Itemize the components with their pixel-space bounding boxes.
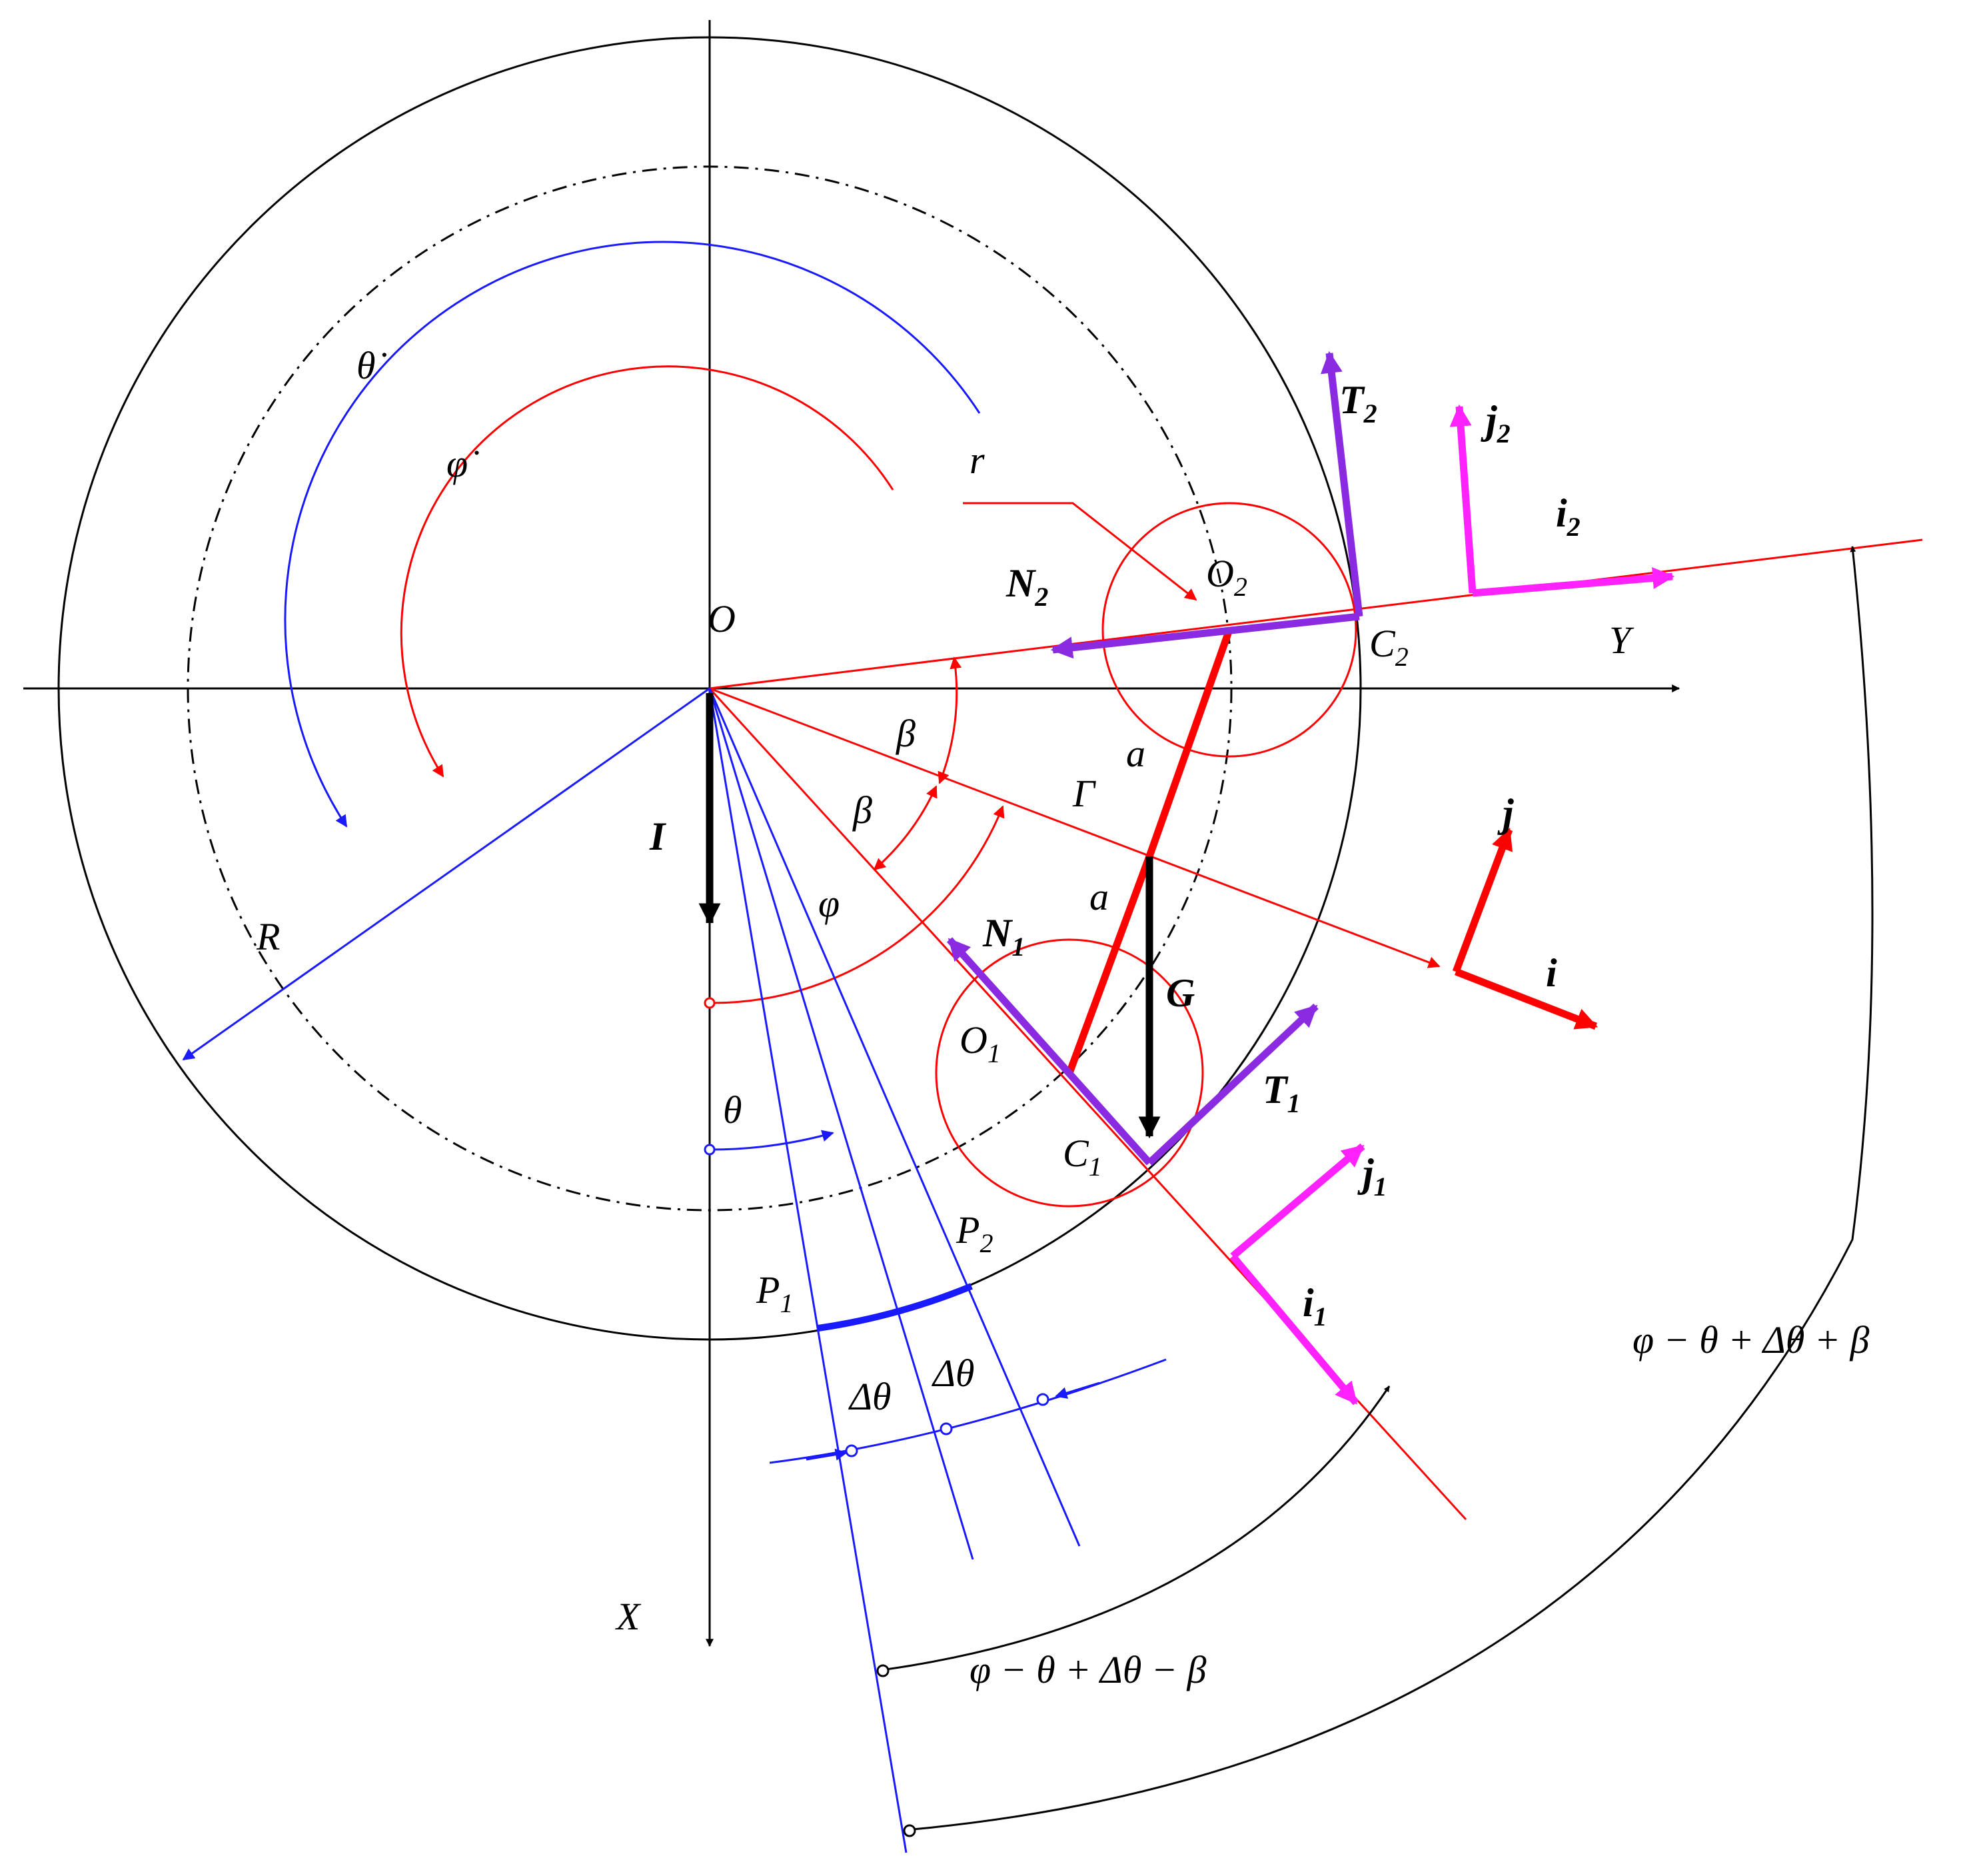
vector-i1 (1229, 1254, 1359, 1406)
vector-N1 (946, 937, 1153, 1166)
label-i2: i2 (1556, 491, 1581, 542)
delta-theta-arrow-1 (806, 1448, 848, 1461)
label-P2: P2 (956, 1208, 993, 1258)
label-a-lower: a (1089, 875, 1109, 918)
label-beta-1: β (896, 712, 916, 755)
vector-T1 (1147, 1003, 1319, 1166)
radius-R-line (182, 687, 710, 1061)
vector-j (1452, 827, 1513, 973)
phi-dot-arc (400, 365, 894, 778)
delta-theta-point-1 (845, 1444, 858, 1457)
label-i: i (1546, 951, 1557, 995)
phi-arc-origin (704, 997, 716, 1009)
vector-i2 (1472, 567, 1675, 597)
label-T2: T2 (1339, 378, 1377, 429)
delta-theta-point-2 (940, 1422, 953, 1435)
ray-3 (708, 688, 1081, 1547)
label-I: I (649, 814, 667, 858)
angle-arc-plus-origin (903, 1824, 916, 1837)
label-O2: O2 (1206, 552, 1247, 602)
label-C2: C2 (1369, 622, 1409, 672)
label-phi-dot: φ̇ (446, 442, 479, 485)
ray-P1 (708, 688, 908, 1853)
label-N2: N2 (1005, 561, 1048, 612)
label-P1: P1 (756, 1268, 793, 1318)
label-gamma: Γ (1072, 772, 1096, 815)
label-angle-plus: φ − θ + Δθ + β (1633, 1318, 1869, 1362)
label-theta: θ (723, 1088, 742, 1132)
rod-upper (1145, 628, 1233, 858)
delta-theta-arrow-2 (1055, 1382, 1100, 1399)
vector-T2 (1320, 351, 1363, 617)
theta-dot-arc (284, 241, 981, 828)
r-leader (963, 502, 1197, 601)
label-C1: C1 (1063, 1132, 1102, 1182)
rod-lower (1065, 855, 1153, 1074)
label-G: G (1166, 971, 1195, 1015)
circle-O2 (1101, 502, 1357, 758)
label-delta-theta-1: Δθ (848, 1375, 892, 1418)
label-j2: j2 (1481, 398, 1511, 449)
label-j: j (1497, 791, 1514, 835)
label-T1: T1 (1263, 1068, 1301, 1118)
ray-P2 (708, 688, 974, 1560)
delta-theta-arc (769, 1358, 1167, 1464)
label-delta-theta-2: Δθ (932, 1352, 975, 1395)
phi-arc (709, 805, 1005, 1004)
label-j1: j1 (1357, 1151, 1387, 1202)
angle-arc-minus-origin (876, 1664, 890, 1677)
vector-j2 (1449, 404, 1477, 594)
beta-arc-1 (938, 656, 962, 784)
theta-arc-origin (704, 1144, 716, 1156)
angle-arc-minus (886, 1386, 1391, 1671)
vector-i (1454, 968, 1599, 1030)
arc-P1-P2 (818, 1283, 973, 1332)
label-a-upper: a (1126, 732, 1145, 775)
label-N1: N1 (982, 911, 1025, 962)
line-O-C2 (709, 538, 1923, 690)
line-O-i (709, 687, 1441, 968)
label-O1: O1 (960, 1018, 1001, 1068)
label-O: O (708, 597, 736, 640)
label-beta-2: β (852, 788, 872, 832)
label-phi: φ (818, 882, 840, 925)
label-Y: Y (1609, 618, 1635, 662)
label-X: X (615, 1595, 642, 1638)
theta-arc (709, 1130, 834, 1151)
label-angle-minus: φ − θ + Δθ − β (970, 1648, 1206, 1691)
circle-O1 (935, 938, 1204, 1208)
delta-theta-point-3 (1036, 1393, 1049, 1406)
vector-N2 (1050, 612, 1360, 659)
beta-arc-2 (873, 785, 938, 871)
label-R: R (256, 915, 280, 958)
label-i1: i1 (1303, 1281, 1327, 1332)
angle-arc-plus (912, 546, 1874, 1831)
label-r: r (970, 439, 985, 482)
vector-j1 (1230, 1143, 1365, 1260)
